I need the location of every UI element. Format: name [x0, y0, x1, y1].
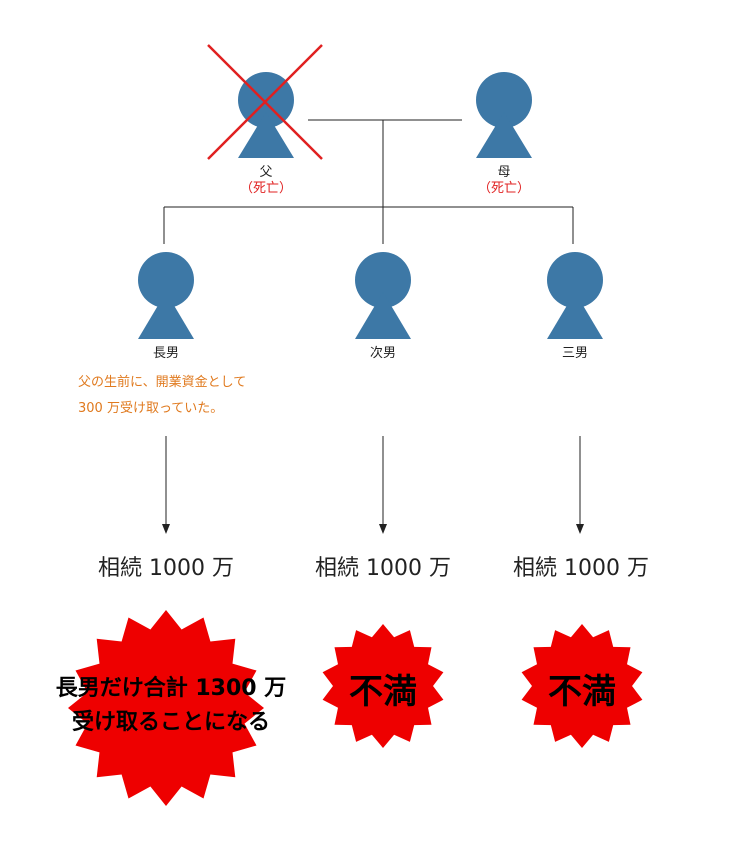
second-son-name: 次男: [369, 346, 396, 361]
second-complaint-burst: [322, 624, 444, 748]
note-line-2: 300 万受け取っていた。: [78, 401, 224, 416]
deceased-cross-mark: [207, 44, 323, 160]
eldest-son-name: 長男: [152, 346, 179, 361]
second-burst-text: 不満: [349, 672, 417, 712]
eldest-burst-text: 長男だけ合計 1300 万 受け取ることになる: [46, 672, 296, 740]
eldest-complaint-burst: [68, 610, 264, 806]
father-status: （死亡）: [239, 181, 292, 196]
eldest-son-figure: [138, 252, 194, 339]
advance-gift-note: 父の生前に、開業資金として 300 万受け取っていた。: [78, 370, 246, 422]
tree-connector-lines: [163, 119, 574, 244]
eldest-burst-line-2: 受け取ることになる: [71, 710, 270, 735]
third-son-figure: [547, 252, 603, 339]
mother-figure: [476, 72, 532, 158]
father-name: 父: [259, 165, 273, 180]
second-inheritance: 相続 1000 万: [315, 556, 451, 581]
second-son-figure: [355, 252, 411, 339]
third-inheritance: 相続 1000 万: [513, 556, 649, 581]
eldest-inheritance: 相続 1000 万: [98, 556, 234, 581]
mother-status: （死亡）: [477, 181, 530, 196]
third-complaint-burst: [521, 624, 643, 748]
third-burst-text: 不満: [548, 672, 616, 712]
arrows: [162, 436, 584, 534]
eldest-burst-line-1: 長男だけ合計 1300 万: [55, 676, 287, 701]
third-son-name: 三男: [561, 346, 588, 361]
mother-name: 母: [497, 165, 511, 180]
note-line-1: 父の生前に、開業資金として: [78, 375, 247, 390]
